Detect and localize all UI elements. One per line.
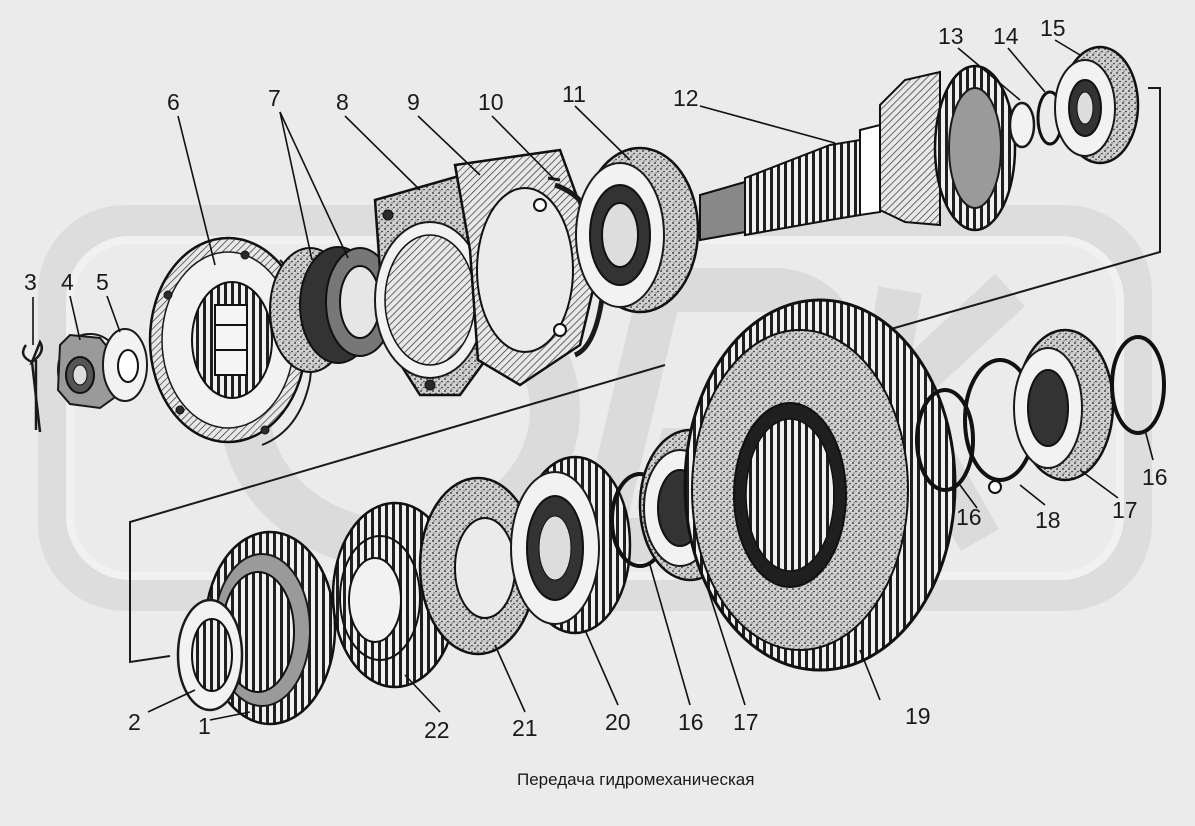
callout-16-bottom: 16	[678, 709, 704, 735]
part-roller-bearing-top	[1054, 45, 1140, 165]
callout-21: 21	[512, 715, 538, 741]
part-retaining-ring-right	[915, 388, 975, 492]
callout-19: 19	[905, 703, 931, 729]
callout-13: 13	[938, 23, 964, 49]
part-end-ring-right	[1110, 335, 1166, 435]
callout-3: 3	[24, 269, 37, 295]
callout-14: 14	[993, 23, 1019, 49]
part-washer	[102, 328, 148, 402]
callout-17-bottom: 17	[733, 709, 759, 735]
callout-numbers: 1 2 3 4 5 6 7 8 9 10 11 12 13 14 15 16 1…	[24, 15, 1168, 743]
part-roller-bearing-right	[1013, 328, 1115, 482]
axis-bracket-bottom	[129, 364, 666, 664]
leader-lines	[32, 39, 1154, 721]
callout-10: 10	[478, 89, 504, 115]
part-ball-bearing-top	[575, 146, 700, 314]
part-flange	[148, 236, 313, 446]
callout-4: 4	[61, 269, 74, 295]
callout-18: 18	[1035, 507, 1061, 533]
callout-22: 22	[424, 717, 450, 743]
diagram-caption: Передача гидромеханическая	[517, 770, 754, 789]
part-large-gear	[683, 298, 957, 672]
callout-20: 20	[605, 709, 631, 735]
callout-1: 1	[198, 713, 211, 739]
callout-16-right: 16	[1142, 464, 1168, 490]
callout-2: 2	[128, 709, 141, 735]
callout-8: 8	[336, 89, 349, 115]
callout-5: 5	[96, 269, 109, 295]
callout-9: 9	[407, 89, 420, 115]
callout-17-right: 17	[1112, 497, 1138, 523]
callout-12: 12	[673, 85, 699, 111]
callout-6: 6	[167, 89, 180, 115]
callout-7: 7	[268, 85, 281, 111]
part-gasket	[453, 148, 602, 387]
axis-bracket-top	[869, 87, 1161, 336]
callout-16-middle: 16	[956, 504, 982, 530]
part-ball-bearing-bottom	[510, 455, 632, 635]
callout-15: 15	[1040, 15, 1066, 41]
callout-11: 11	[562, 81, 586, 107]
part-spacer-ring	[1008, 101, 1036, 149]
part-cotter-pin	[21, 339, 43, 433]
part-seals	[269, 246, 395, 373]
part-splined-shaft	[699, 64, 1017, 242]
part-bushing	[176, 598, 244, 712]
